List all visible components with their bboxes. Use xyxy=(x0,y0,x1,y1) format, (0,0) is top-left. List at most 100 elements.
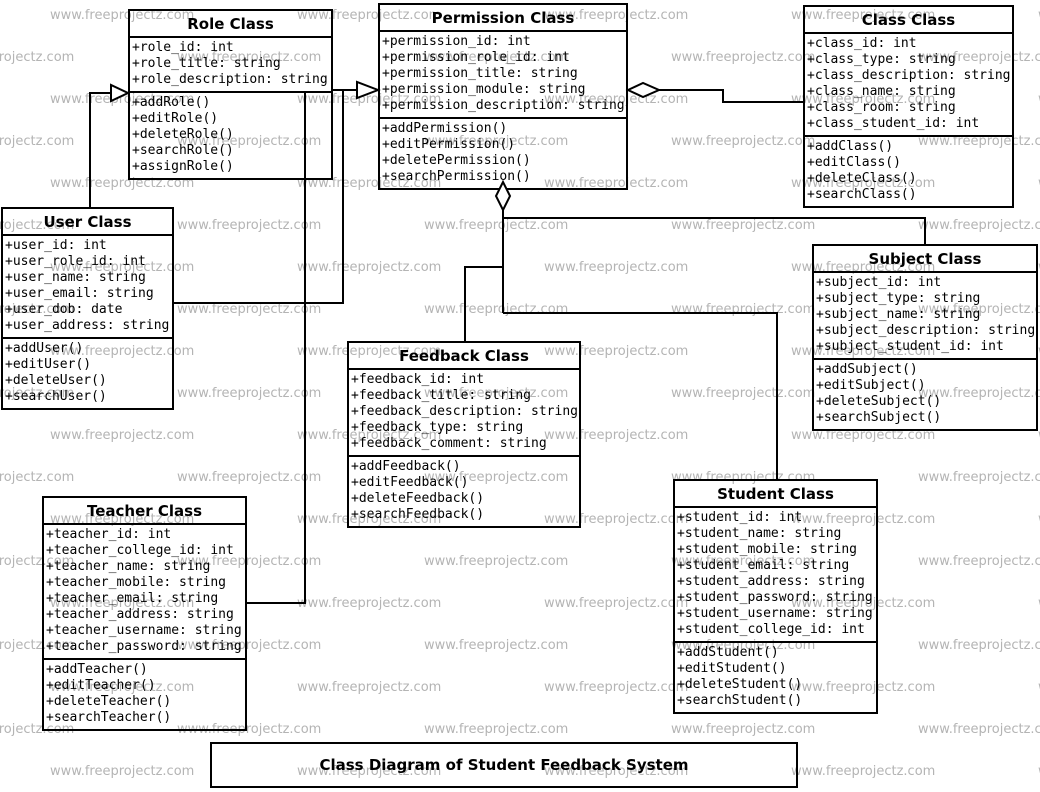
member-row: +permission_role_id: int xyxy=(382,50,570,65)
member-row: +user_address: string xyxy=(5,318,170,333)
watermark-text: www.freeprojectz.com xyxy=(671,218,816,233)
member-row: +searchFeedback() xyxy=(351,507,485,522)
user-to-role-generalization-arrow-icon xyxy=(110,83,131,103)
watermark-text: www.freeprojectz.com xyxy=(671,386,816,401)
member-row: +teacher_mobile: string xyxy=(46,575,227,590)
class-box-feedback: Feedback Class +feedback_id: int+feedbac… xyxy=(347,341,581,528)
attributes-compartment-permission: +permission_id: int+permission_role_id: … xyxy=(380,32,626,119)
member-row: +permission_module: string xyxy=(382,82,586,97)
member-row: +searchUser() xyxy=(5,389,107,404)
member-row: +student_username: string xyxy=(677,606,873,621)
watermark-text: www.freeprojectz.com xyxy=(424,722,569,737)
diagram-caption-box: Class Diagram of Student Feedback System xyxy=(210,742,798,788)
member-row: +class_type: string xyxy=(807,52,956,67)
methods-compartment-class: +addClass()+editClass()+deleteClass()+se… xyxy=(805,137,1012,206)
member-row: +subject_type: string xyxy=(816,291,981,306)
attributes-compartment-role: +role_id: int+role_title: string+role_de… xyxy=(130,38,331,93)
member-row: +teacher_name: string xyxy=(46,559,211,574)
watermark-text: www.freeprojectz.com xyxy=(0,50,75,65)
member-row: +editTeacher() xyxy=(46,678,156,693)
watermark-text: www.freeprojectz.com xyxy=(177,386,322,401)
attributes-compartment-teacher: +teacher_id: int+teacher_college_id: int… xyxy=(44,525,245,660)
diagram-title: Class Diagram of Student Feedback System xyxy=(319,756,689,774)
watermark-text: www.freeprojectz.com xyxy=(671,134,816,149)
member-row: +user_role_id: int xyxy=(5,254,146,269)
permission-to-class-connector xyxy=(659,89,803,103)
member-row: +feedback_id: int xyxy=(351,372,485,387)
watermark-text: www.freeprojectz.com xyxy=(297,260,442,275)
member-row: +deleteRole() xyxy=(132,127,234,142)
methods-compartment-teacher: +addTeacher()+editTeacher()+deleteTeache… xyxy=(44,660,245,729)
member-row: +subject_name: string xyxy=(816,307,981,322)
member-row: +editClass() xyxy=(807,155,901,170)
methods-compartment-permission: +addPermission()+editPermission()+delete… xyxy=(380,119,626,188)
member-row: +searchPermission() xyxy=(382,169,531,184)
member-row: +editRole() xyxy=(132,111,219,126)
watermark-text: www.freeprojectz.com xyxy=(177,302,322,317)
member-row: +subject_description: string xyxy=(816,323,1036,338)
user-to-role-connector xyxy=(89,92,111,207)
member-row: +student_address: string xyxy=(677,574,865,589)
watermark-text: www.freeprojectz.com xyxy=(671,302,816,317)
methods-compartment-student: +addStudent()+editStudent()+deleteStuden… xyxy=(675,643,876,712)
member-row: +student_name: string xyxy=(677,526,842,541)
member-row: +feedback_title: string xyxy=(351,388,532,403)
member-row: +addSubject() xyxy=(816,362,918,377)
member-row: +permission_description: string xyxy=(382,98,625,113)
class-box-teacher: Teacher Class +teacher_id: int+teacher_c… xyxy=(42,496,247,731)
watermark-text: www.freeprojectz.com xyxy=(671,50,816,65)
member-row: +teacher_address: string xyxy=(46,607,234,622)
class-title-class: Class Class xyxy=(805,7,1012,34)
methods-compartment-subject: +addSubject()+editSubject()+deleteSubjec… xyxy=(814,360,1036,429)
member-row: +class_name: string xyxy=(807,84,956,99)
member-row: +addFeedback() xyxy=(351,459,461,474)
watermark-text: www.freeprojectz.com xyxy=(918,638,1040,653)
member-row: +role_description: string xyxy=(132,72,328,87)
attributes-compartment-student: +student_id: int+student_name: string+st… xyxy=(675,508,876,643)
member-row: +deleteSubject() xyxy=(816,394,942,409)
watermark-text: www.freeprojectz.com xyxy=(424,638,569,653)
member-row: +searchSubject() xyxy=(816,410,942,425)
watermark-text: www.freeprojectz.com xyxy=(297,596,442,611)
member-row: +subject_id: int xyxy=(816,275,942,290)
watermark-text: www.freeprojectz.com xyxy=(671,722,816,737)
watermark-text: www.freeprojectz.com xyxy=(544,260,689,275)
class-title-subject: Subject Class xyxy=(814,246,1036,273)
member-row: +searchRole() xyxy=(132,143,234,158)
watermark-text: www.freeprojectz.com xyxy=(424,554,569,569)
member-row: +deleteFeedback() xyxy=(351,491,485,506)
member-row: +role_title: string xyxy=(132,56,281,71)
member-row: +user_id: int xyxy=(5,238,107,253)
role-to-permission-generalization-arrow-icon xyxy=(356,80,381,100)
member-row: +class_description: string xyxy=(807,68,1011,83)
methods-compartment-user: +addUser()+editUser()+deleteUser()+searc… xyxy=(3,339,172,408)
watermark-text: www.freeprojectz.com xyxy=(918,554,1040,569)
watermark-text: www.freeprojectz.com xyxy=(791,764,936,779)
class-box-role: Role Class +role_id: int+role_title: str… xyxy=(128,9,333,180)
class-box-class: Class Class +class_id: int+class_type: s… xyxy=(803,5,1014,208)
member-row: +student_college_id: int xyxy=(677,622,865,637)
member-row: +permission_title: string xyxy=(382,66,578,81)
member-row: +editPermission() xyxy=(382,137,516,152)
methods-compartment-role: +addRole()+editRole()+deleteRole()+searc… xyxy=(130,93,331,178)
watermark-text: www.freeprojectz.com xyxy=(544,596,689,611)
watermark-text: www.freeprojectz.com xyxy=(297,680,442,695)
watermark-text: www.freeprojectz.com xyxy=(177,218,322,233)
class-box-student: Student Class +student_id: int+student_n… xyxy=(673,479,878,714)
class-title-permission: Permission Class xyxy=(380,5,626,32)
class-title-student: Student Class xyxy=(675,481,876,508)
member-row: +feedback_type: string xyxy=(351,420,524,435)
watermark-text: www.freeprojectz.com xyxy=(424,218,569,233)
class-title-user: User Class xyxy=(3,209,172,236)
member-row: +feedback_description: string xyxy=(351,404,578,419)
member-row: +editUser() xyxy=(5,357,92,372)
member-row: +searchClass() xyxy=(807,187,917,202)
attributes-compartment-subject: +subject_id: int+subject_type: string+su… xyxy=(814,273,1036,360)
member-row: +student_email: string xyxy=(677,558,850,573)
member-row: +user_dob: date xyxy=(5,302,123,317)
attributes-compartment-class: +class_id: int+class_type: string+class_… xyxy=(805,34,1012,137)
member-row: +permission_id: int xyxy=(382,34,531,49)
member-row: +teacher_id: int xyxy=(46,527,172,542)
member-row: +searchStudent() xyxy=(677,693,803,708)
member-row: +editSubject() xyxy=(816,378,926,393)
